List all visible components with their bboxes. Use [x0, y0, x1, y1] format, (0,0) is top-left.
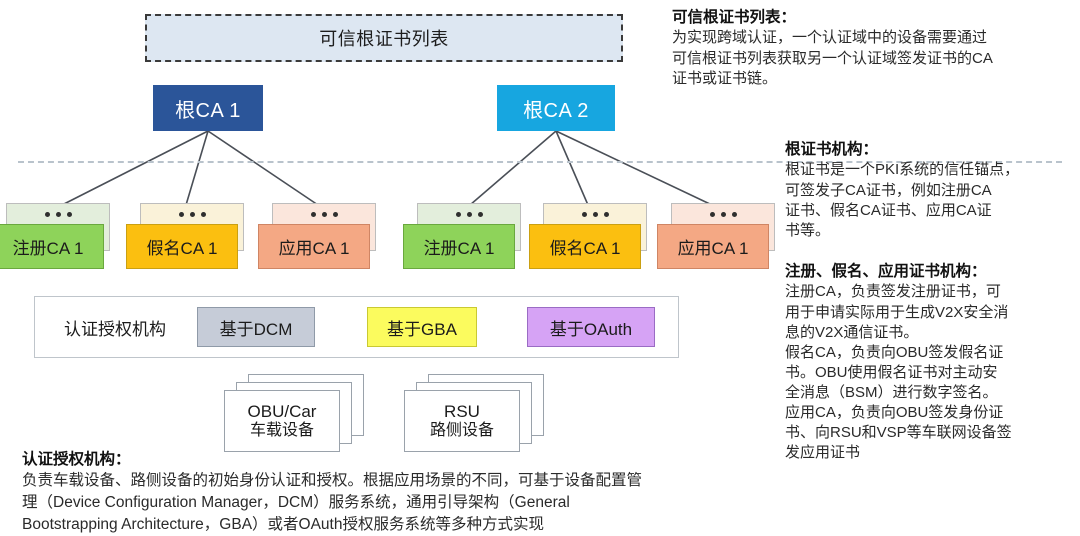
ellipsis-icon: [671, 203, 775, 225]
sub-ca-label: 假名CA 1: [146, 239, 218, 258]
auth-chip-gba-label: 基于GBA: [387, 319, 457, 339]
note-root-ca-body: 根证书是一个PKI系统的信任锚点， 可签发子CA证书，例如注册CA 证书、假名C…: [785, 161, 1020, 239]
root-ca-1-box[interactable]: 根CA 1: [153, 85, 263, 131]
device-name: OBU/Car: [247, 401, 317, 421]
ellipsis-icon: [272, 203, 376, 225]
sub-ca-label-wrap: 应用CA 1: [657, 224, 769, 269]
device-name: RSU: [444, 401, 480, 421]
sub-ca-label-wrap: 应用CA 1: [258, 224, 370, 269]
sub-ca-label: 假名CA 1: [549, 239, 621, 258]
note-root-ca-heading: 根证书机构：: [785, 141, 879, 158]
sub-ca-label-wrap: 假名CA 1: [126, 224, 238, 269]
root-ca-2-label: 根CA 2: [523, 99, 589, 122]
sub-ca-card-reg-2[interactable]: 注册CA 1: [403, 203, 521, 269]
trusted-root-cert-list-box: 可信根证书列表: [145, 14, 623, 62]
note-auth-authority-heading: 认证授权机构：: [22, 451, 131, 468]
device-stack-obu[interactable]: OBU/Car 车载设备: [224, 374, 364, 456]
auth-chip-oauth-label: 基于OAuth: [549, 319, 633, 339]
note-trusted-root-list-body: 为实现跨域认证，一个认证域中的设备需要通过 可信根证书列表获取另一个认证域签发证…: [672, 29, 993, 87]
auth-authority-band: 认证授权机构 基于DCM 基于GBA 基于OAuth: [34, 296, 679, 358]
ellipsis-icon: [140, 203, 244, 225]
sub-ca-card-pse-2[interactable]: 假名CA 1: [529, 203, 647, 269]
sub-ca-label-wrap: 注册CA 1: [0, 224, 104, 269]
root-ca-1-label: 根CA 1: [175, 99, 241, 122]
sub-ca-card-app-1[interactable]: 应用CA 1: [258, 203, 376, 269]
sub-ca-card-app-2[interactable]: 应用CA 1: [657, 203, 775, 269]
note-sub-ca-heading: 注册、假名、应用证书机构：: [785, 263, 987, 280]
sub-ca-label: 注册CA 1: [423, 239, 495, 258]
device-desc: 车载设备: [249, 421, 314, 439]
device-desc: 路侧设备: [429, 421, 494, 439]
sub-ca-label-wrap: 注册CA 1: [403, 224, 515, 269]
sub-ca-label: 应用CA 1: [278, 239, 350, 258]
auth-chip-oauth[interactable]: 基于OAuth: [527, 307, 655, 347]
auth-chip-dcm[interactable]: 基于DCM: [197, 307, 315, 347]
note-root-ca: 根证书机构： 根证书是一个PKI系统的信任锚点， 可签发子CA证书，例如注册CA…: [785, 140, 1077, 241]
auth-chip-dcm-label: 基于DCM: [219, 319, 293, 339]
sub-ca-card-reg-1[interactable]: 注册CA 1: [0, 203, 110, 269]
note-sub-ca: 注册、假名、应用证书机构： 注册CA，负责签发注册证书，可 用于申请实际用于生成…: [785, 262, 1080, 463]
auth-authority-label: 认证授权机构: [64, 319, 166, 339]
auth-chip-gba[interactable]: 基于GBA: [367, 307, 477, 347]
note-sub-ca-body: 注册CA，负责签发注册证书，可 用于申请实际用于生成V2X安全消 息的V2X通信…: [785, 283, 1012, 462]
ellipsis-icon: [6, 203, 110, 225]
trusted-root-cert-list-label: 可信根证书列表: [319, 29, 449, 49]
tier-divider: [18, 161, 1062, 163]
ellipsis-icon: [543, 203, 647, 225]
sub-ca-card-pse-1[interactable]: 假名CA 1: [126, 203, 244, 269]
root-ca-2-box[interactable]: 根CA 2: [497, 85, 615, 131]
note-auth-authority: 认证授权机构： 负责车载设备、路侧设备的初始身份认证和授权。根据应用场景的不同，…: [22, 450, 738, 536]
note-trusted-root-list-heading: 可信根证书列表：: [672, 9, 797, 26]
sub-ca-label: 应用CA 1: [677, 239, 749, 258]
sub-ca-label-wrap: 假名CA 1: [529, 224, 641, 269]
stack-sheet-front: OBU/Car 车载设备: [224, 390, 340, 452]
sub-ca-label: 注册CA 1: [12, 239, 84, 258]
note-auth-authority-body: 负责车载设备、路侧设备的初始身份认证和授权。根据应用场景的不同，可基于设备配置管…: [22, 472, 643, 534]
ellipsis-icon: [417, 203, 521, 225]
note-trusted-root-list: 可信根证书列表： 为实现跨域认证，一个认证域中的设备需要通过 可信根证书列表获取…: [672, 8, 1076, 89]
stack-sheet-front: RSU 路侧设备: [404, 390, 520, 452]
device-stack-rsu[interactable]: RSU 路侧设备: [404, 374, 544, 456]
